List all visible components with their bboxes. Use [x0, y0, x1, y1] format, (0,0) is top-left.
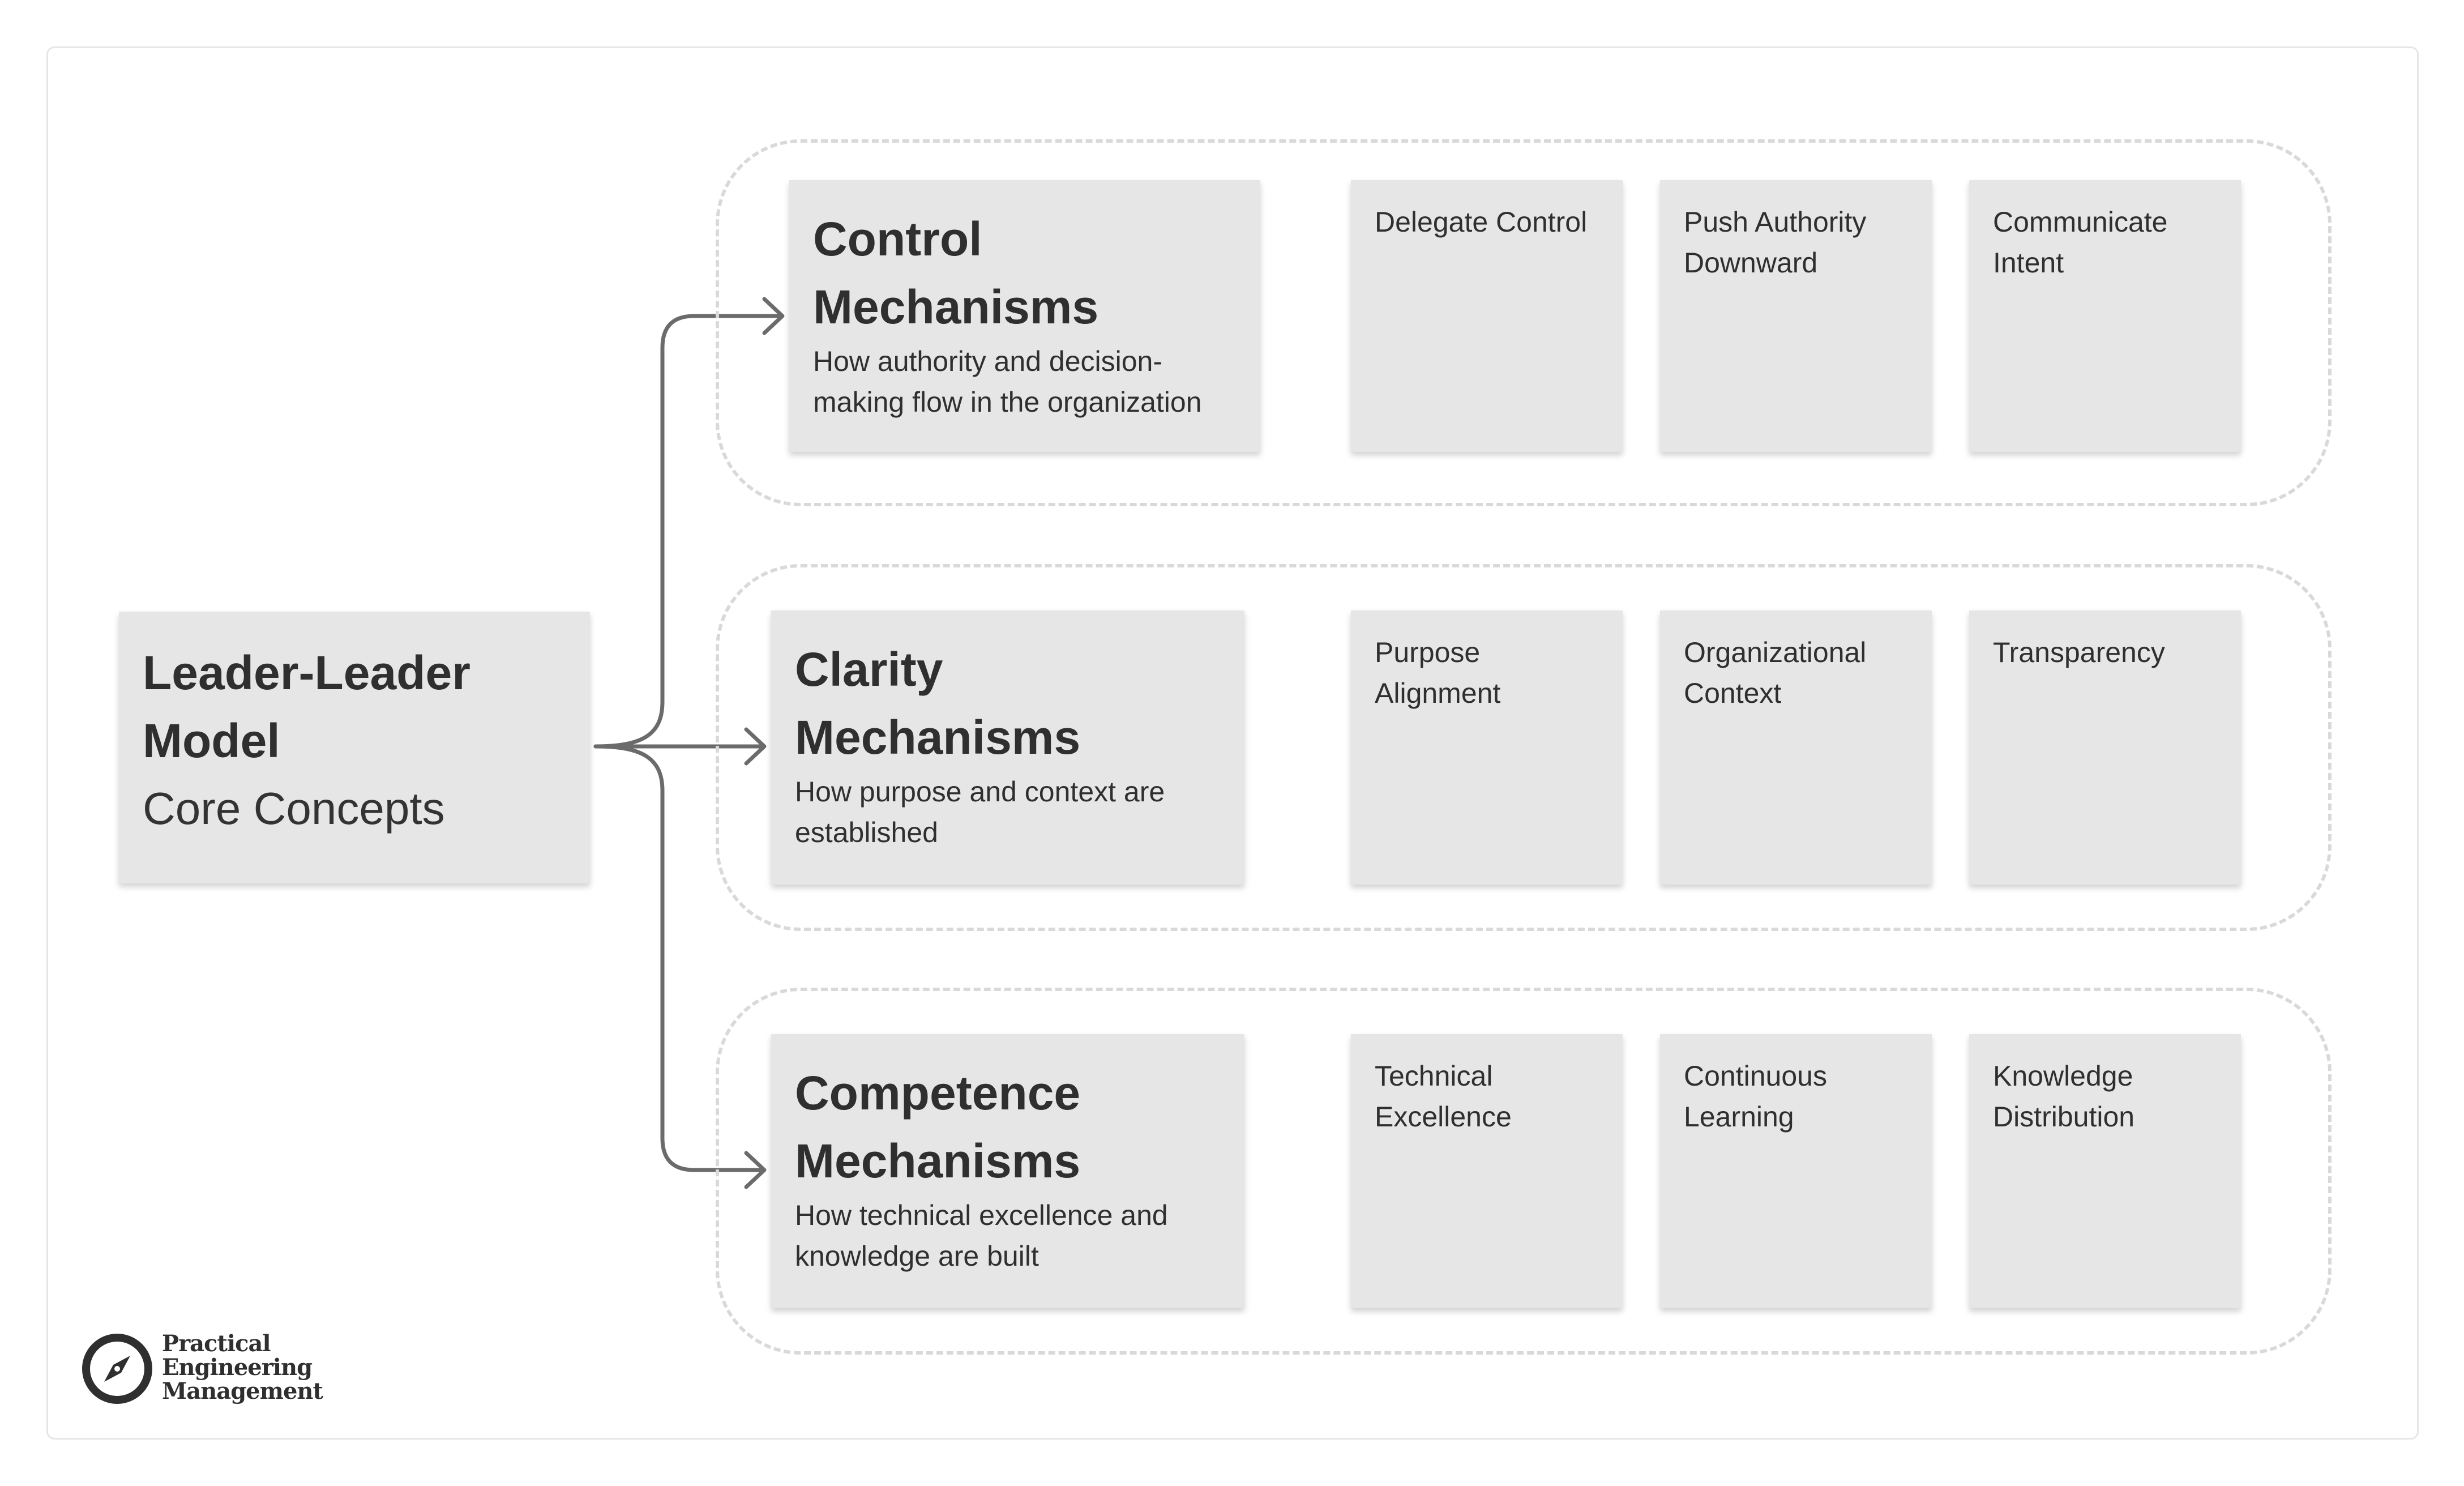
compass-icon	[82, 1334, 152, 1404]
arrowhead-competence	[744, 1151, 767, 1189]
connector-to-control	[593, 314, 784, 749]
clarity-description: How purpose and context are established	[795, 776, 1165, 848]
item-organizational-context: Organizational Context	[1660, 610, 1932, 885]
item-transparency: Transparency	[1969, 610, 2241, 885]
clarity-title: Clarity Mechanisms	[795, 643, 1081, 764]
control-mechanisms-node: Control Mechanisms How authority and dec…	[789, 180, 1260, 452]
logo-line-1: Practical	[162, 1330, 271, 1357]
control-title: Control Mechanisms	[813, 212, 1099, 334]
connector-to-competence	[593, 744, 765, 1172]
item-purpose-alignment: Purpose Alignment	[1351, 610, 1623, 885]
logo-line-3: Management	[162, 1378, 323, 1404]
group-control	[716, 139, 2332, 506]
item-delegate-control: Delegate Control	[1351, 180, 1623, 452]
logo-wordmark: Practical Engineering Management	[162, 1332, 323, 1403]
group-competence	[716, 988, 2332, 1355]
competence-description: How technical excellence and knowledge a…	[795, 1199, 1168, 1272]
arrowhead-control	[762, 297, 785, 335]
arrowhead-clarity	[744, 727, 767, 766]
control-description: How authority and decision-making flow i…	[813, 345, 1202, 418]
root-subtitle: Core Concepts	[143, 783, 445, 834]
item-continuous-learning: Continuous Learning	[1660, 1034, 1932, 1308]
item-technical-excellence: Technical Excellence	[1351, 1034, 1623, 1308]
logo-line-2: Engineering	[162, 1354, 313, 1381]
item-communicate-intent: Communicate Intent	[1969, 180, 2241, 452]
item-knowledge-distribution: Knowledge Distribution	[1969, 1034, 2241, 1308]
brand-logo: Practical Engineering Management	[80, 1332, 323, 1406]
group-clarity	[716, 564, 2332, 931]
competence-mechanisms-node: Competence Mechanisms How technical exce…	[771, 1034, 1244, 1308]
competence-title: Competence Mechanisms	[795, 1066, 1081, 1188]
clarity-mechanisms-node: Clarity Mechanisms How purpose and conte…	[771, 610, 1244, 885]
root-title: Leader-Leader Model	[143, 646, 470, 767]
root-node: Leader-Leader Model Core Concepts	[119, 612, 590, 883]
item-push-authority-downward: Push Authority Downward	[1660, 180, 1932, 452]
